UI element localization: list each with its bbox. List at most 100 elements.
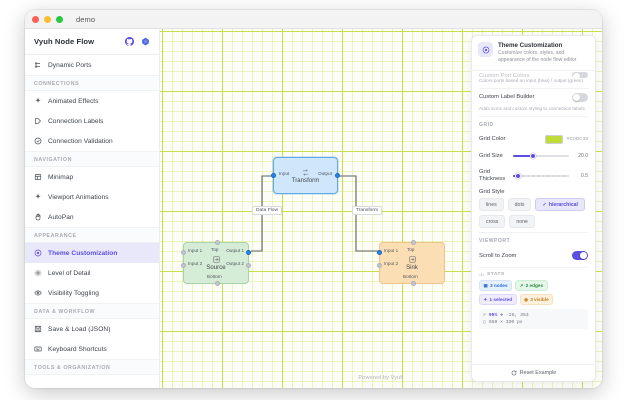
row-custom-label-builder[interactable]: Custom Label Builder	[479, 89, 588, 106]
panel-header: Theme Customization Customize colors, st…	[472, 36, 595, 71]
port-input-2[interactable]	[377, 263, 382, 268]
source-icon	[212, 255, 221, 264]
node-sink[interactable]: Sink Input 1 Input 2 Top Bottom	[377, 240, 445, 286]
row-grid-size[interactable]: Grid Size 20.0	[479, 148, 588, 165]
port-input-1[interactable]	[181, 250, 186, 255]
custom-port-colors-toggle[interactable]	[572, 71, 588, 78]
port-output-1[interactable]	[246, 250, 251, 255]
grid-color-label: Grid Color	[479, 136, 506, 143]
move-icon: ✥	[500, 313, 504, 319]
port-input-2[interactable]	[181, 263, 186, 268]
port-output[interactable]	[335, 173, 340, 178]
sidebar-group-connections: CONNECTIONS	[25, 75, 159, 91]
sidebar-item-visibility-toggling[interactable]: Visibility Toggling	[25, 283, 159, 303]
refresh-icon	[511, 370, 517, 376]
panel-title: Theme Customization	[498, 42, 563, 49]
reset-example-button[interactable]: Reset Example	[472, 364, 595, 381]
port-label: Input 2	[188, 261, 203, 266]
port-bottom[interactable]	[411, 281, 416, 286]
sparkle-icon	[34, 193, 42, 201]
sink-icon	[408, 255, 417, 264]
metrics-zoom-row: ⌕ 95% ✥ -26, 353	[483, 312, 584, 319]
node-transform[interactable]: Transform Input Output	[271, 157, 340, 194]
port-top[interactable]	[411, 240, 416, 245]
row-scroll-to-zoom[interactable]: Scroll to Zoom	[479, 247, 588, 264]
eye-icon: ◉	[524, 296, 529, 302]
sidebar-item-connection-validation[interactable]: Connection Validation	[25, 131, 159, 151]
size-value: 650 × 330 px	[488, 320, 523, 326]
transform-icon	[301, 168, 310, 177]
port-output-2[interactable]	[246, 263, 251, 268]
sidebar-item-label: Visibility Toggling	[48, 289, 99, 297]
port-label: Input 1	[384, 248, 399, 253]
sidebar-nav-list: Dynamic Ports CONNECTIONS Animated Effec…	[25, 55, 159, 388]
port-bottom[interactable]	[215, 281, 220, 286]
close-window-button[interactable]	[32, 15, 39, 23]
ports-icon	[34, 61, 42, 69]
port-label: Input 1	[188, 248, 203, 253]
sidebar-item-connection-labels[interactable]: Connection Labels	[25, 111, 159, 131]
stat-pill-nodes: ▣ 3 nodes	[479, 280, 513, 292]
gear-icon	[34, 269, 42, 277]
node-source[interactable]: Source Input 1 Input 2 Output 1 Output 2…	[181, 240, 251, 286]
hint-custom-port-colors: Colors ports based on input (blue) / out…	[479, 77, 583, 83]
row-custom-port-colors[interactable]: Custom Port Colors	[479, 71, 588, 78]
app-brand-title: Vyuh Node Flow	[34, 37, 95, 46]
github-icon[interactable]	[125, 37, 134, 46]
node-flow-canvas[interactable]: Data Flow Transform Transform Input Outp…	[160, 29, 602, 388]
sidebar-item-label: Theme Customization	[48, 249, 118, 257]
zoom-icon: ⌕	[483, 313, 486, 319]
port-input-1[interactable]	[377, 250, 382, 255]
port-label: Output 2	[226, 261, 244, 266]
sidebar-group-tools-organization: TOOLS & ORGANIZATION	[25, 359, 159, 375]
vyuh-logo-icon[interactable]	[141, 37, 150, 46]
node-label: Transform	[291, 177, 320, 184]
port-input[interactable]	[271, 173, 276, 178]
grid-style-dots[interactable]: dots	[507, 198, 532, 212]
scroll-to-zoom-toggle[interactable]	[572, 251, 588, 261]
grid-size-slider[interactable]	[513, 152, 569, 161]
edge-icon: ↗	[519, 282, 524, 288]
sidebar-item-save-load-json[interactable]: Save & Load (JSON)	[25, 319, 159, 339]
select-icon: ✦	[483, 296, 488, 302]
sidebar-item-label: Level of Detail	[48, 269, 91, 277]
port-label: Bottom	[207, 274, 222, 279]
palette-icon	[478, 42, 493, 57]
sidebar-item-dynamic-ports[interactable]: Dynamic Ports	[25, 55, 159, 75]
metrics-size-row: ▢ 650 × 330 px	[483, 319, 584, 326]
grid-style-lines[interactable]: lines	[479, 198, 504, 212]
edge-label-transform[interactable]: Transform	[352, 206, 383, 215]
sidebar-item-theme-customization[interactable]: Theme Customization	[25, 243, 159, 263]
grid-color-swatch[interactable]	[544, 134, 563, 144]
grid-style-cross[interactable]: cross	[479, 215, 506, 229]
keyboard-icon	[34, 345, 42, 353]
stat-pill-edges: ↗ 2 edges	[515, 280, 548, 292]
sidebar-item-label: Connection Labels	[48, 117, 104, 125]
custom-label-builder-toggle[interactable]	[572, 92, 588, 102]
sidebar-item-label: AutoPan	[48, 213, 74, 221]
sidebar-item-autopan[interactable]: AutoPan	[25, 207, 159, 227]
grid-thickness-label: Grid Thickness	[479, 168, 506, 182]
sidebar-item-label: Dynamic Ports	[48, 61, 92, 69]
maximize-window-button[interactable]	[56, 15, 63, 23]
check-shield-icon	[34, 137, 42, 145]
row-grid-color[interactable]: Grid Color #C0DC39	[479, 131, 588, 148]
edge-label-data-flow[interactable]: Data Flow	[252, 206, 283, 215]
row-grid-thickness[interactable]: Grid Thickness 0.5	[479, 165, 588, 186]
grid-style-none[interactable]: none	[509, 215, 535, 229]
sidebar-item-level-of-detail[interactable]: Level of Detail	[25, 263, 159, 283]
sidebar-item-minimap[interactable]: Minimap	[25, 167, 159, 187]
minimize-window-button[interactable]	[44, 15, 51, 23]
port-top[interactable]	[215, 240, 220, 245]
stat-pill-selected: ✦ 1 selected	[479, 294, 517, 306]
panel-scroll-area[interactable]: Custom Port Colors Colors ports based on…	[472, 71, 595, 364]
sidebar-item-keyboard-shortcuts[interactable]: Keyboard Shortcuts	[25, 339, 159, 359]
sidebar-item-viewport-animations[interactable]: Viewport Animations	[25, 187, 159, 207]
node-label: Source	[206, 265, 226, 271]
stats-pills: ▣ 3 nodes ↗ 2 edges ✦ 1 selected	[479, 280, 588, 306]
sidebar-item-animated-effects[interactable]: Animated Effects	[25, 91, 159, 111]
grid-style-hierarchical[interactable]: ✓hierarchical	[535, 198, 585, 212]
grid-thickness-slider[interactable]	[513, 171, 569, 180]
zoom-value: 95%	[488, 313, 498, 319]
hint-custom-label-builder: Adds icons and custom styling to connect…	[479, 105, 585, 111]
